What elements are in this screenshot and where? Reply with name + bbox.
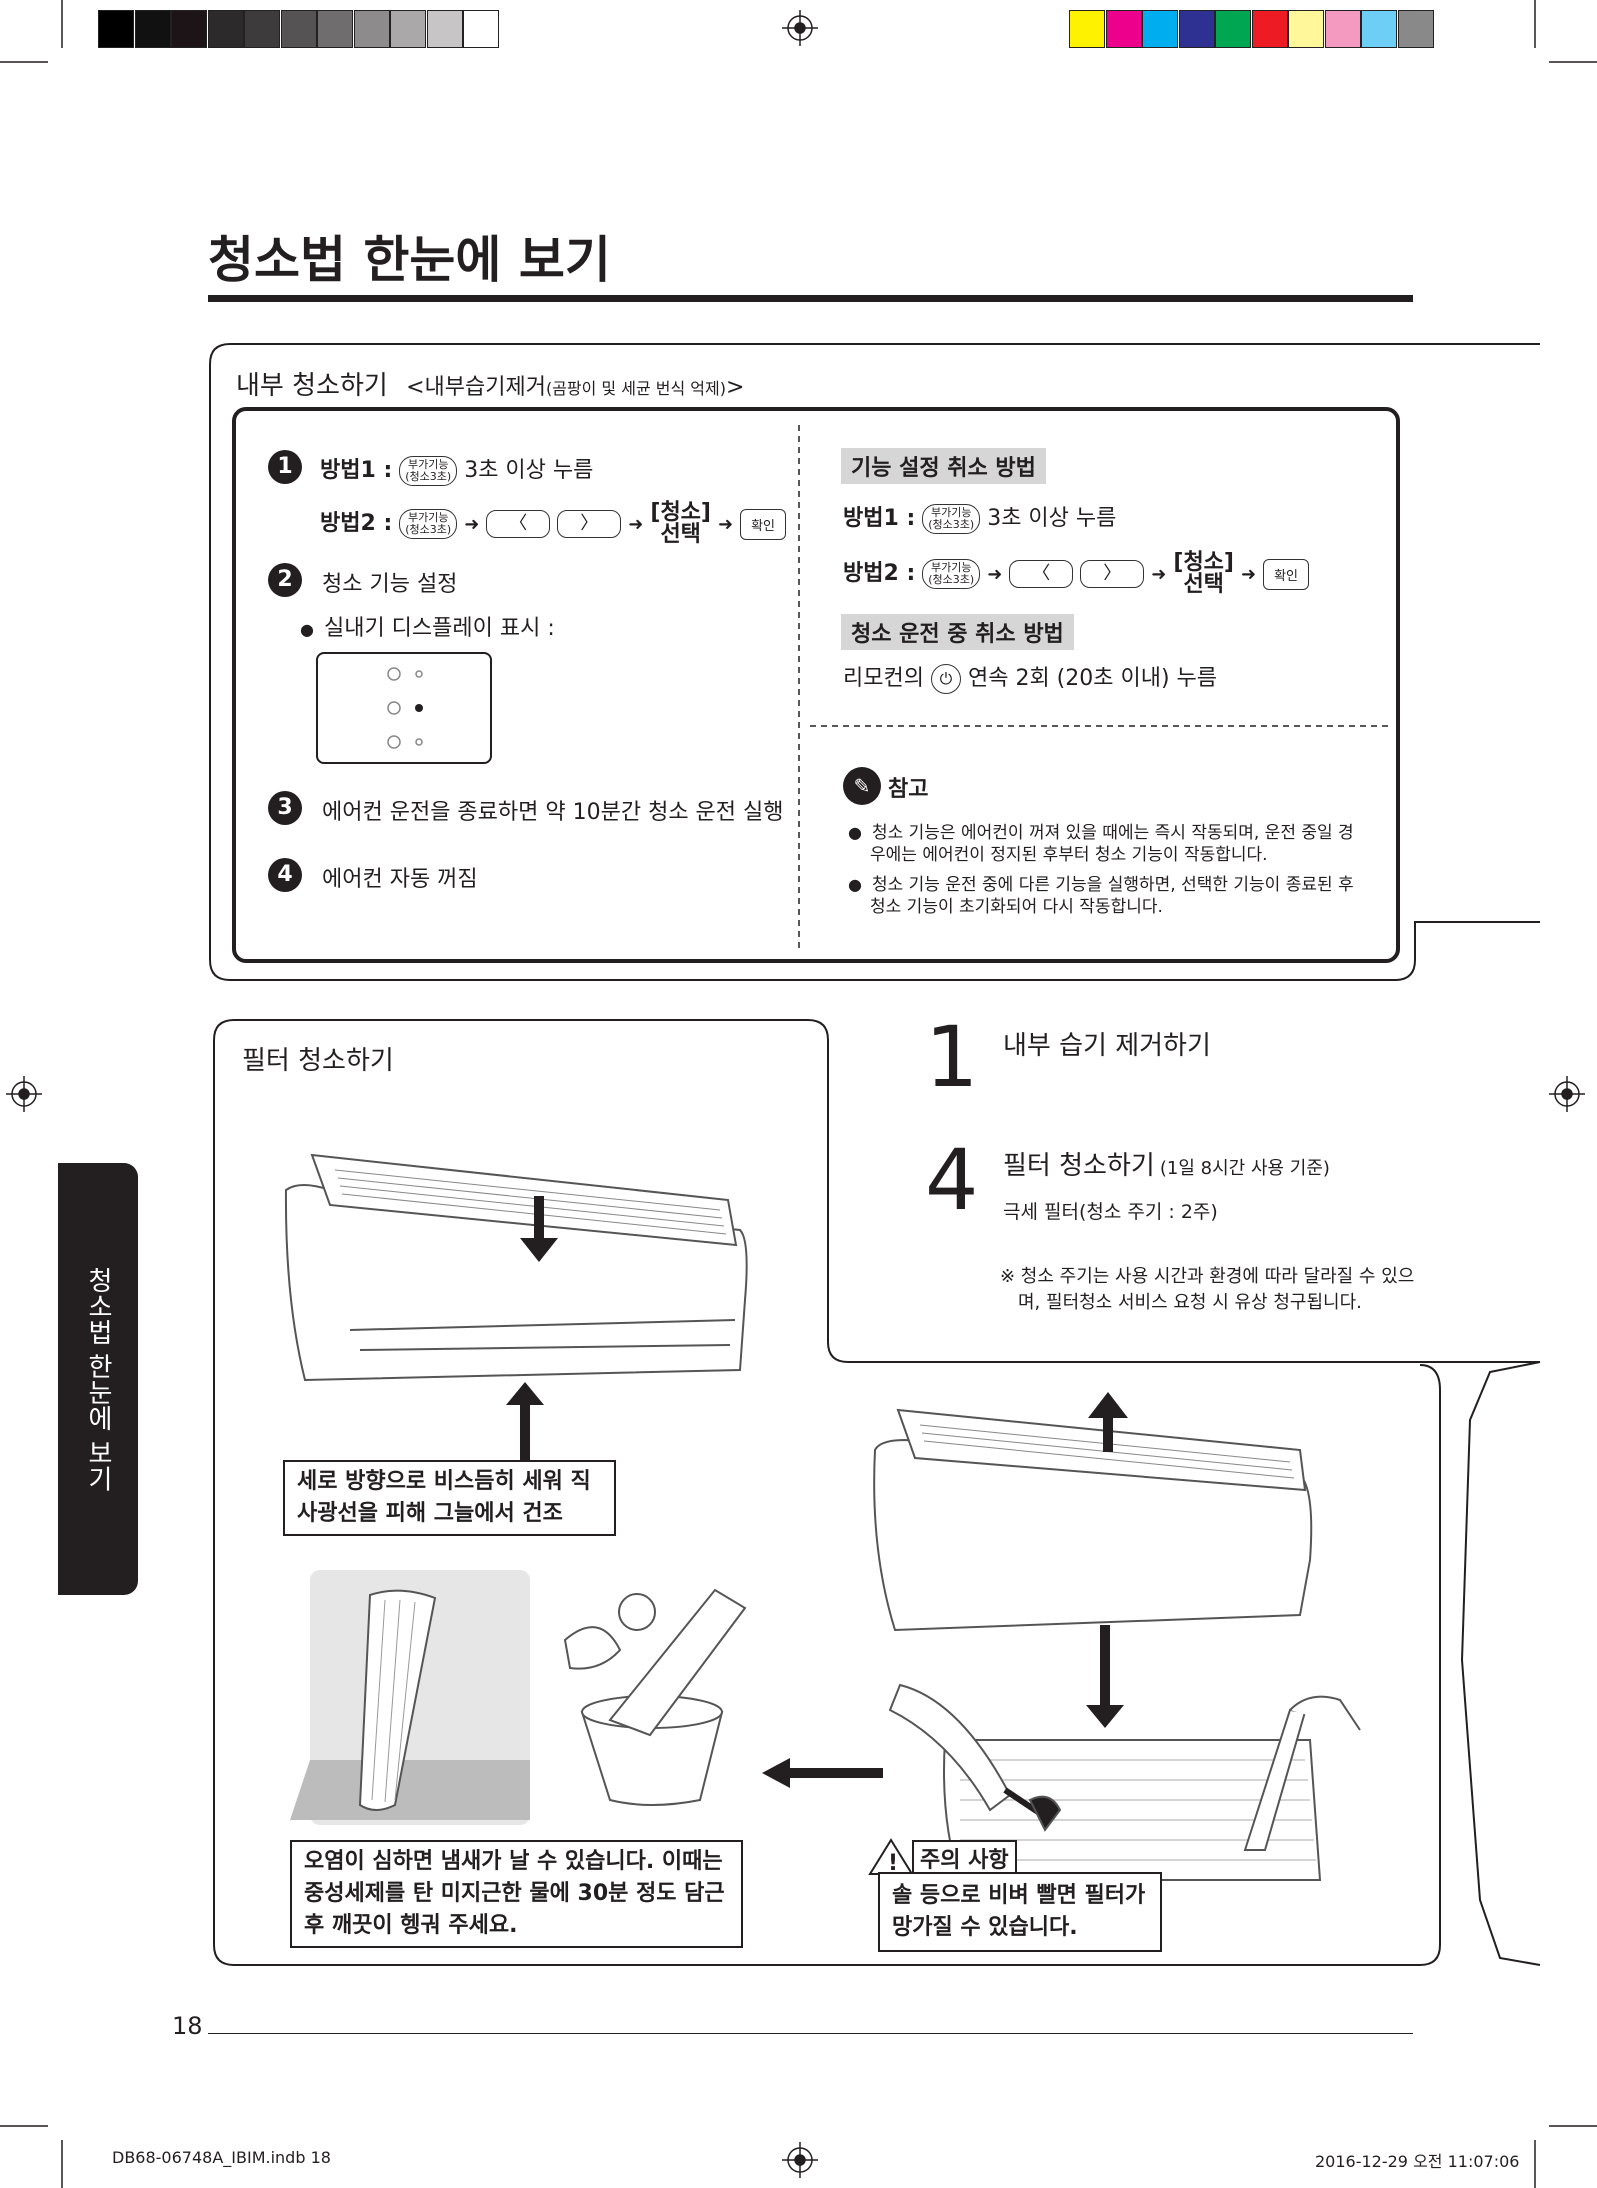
cancel-method-1: 방법1 : 부가기능(청소3초) 3초 이상 누름 — [843, 500, 1116, 534]
gray-swatch — [171, 10, 207, 48]
method-1-text: 3초 이상 누름 — [464, 458, 594, 483]
color-swatch — [1178, 10, 1215, 48]
filter-brushing-illustration — [888, 1683, 1361, 1881]
power-icon: ⏻ — [930, 664, 961, 694]
big-step-1: 1 — [925, 1008, 979, 1106]
title-rule — [208, 295, 1413, 302]
left-arrow-button-icon: 〈 — [1009, 560, 1074, 588]
step-1-method-1: 방법1 : 부가기능(청소3초) 3초 이상 누름 — [320, 452, 593, 486]
left-arrow-icon — [762, 1758, 883, 1788]
gray-swatch — [134, 10, 171, 48]
internal-subheading: <내부습기제거 — [406, 375, 546, 400]
gray-swatch — [353, 10, 390, 48]
gray-swatch — [390, 10, 426, 48]
color-swatch — [1215, 10, 1251, 48]
footer-file-info: DB68-06748A_IBIM.indb 18 — [112, 2148, 331, 2167]
color-swatch — [1142, 10, 1178, 48]
step-2-bullet: 실내기 디스플레이 표시 : — [300, 610, 555, 642]
down-arrow-icon — [1086, 1625, 1124, 1728]
air-conditioner-illustration-2 — [873, 1408, 1313, 1632]
color-swatch — [1288, 10, 1324, 48]
step-4-text: 에어컨 자동 꺼짐 — [322, 867, 478, 892]
big-step-4: 4 — [925, 1131, 979, 1229]
step-1-method-2: 방법2 : 부가기능(청소3초) ➜ 〈 〉 ➜ [청소]선택 ➜ 확인 — [320, 502, 786, 546]
internal-heading: 내부 청소하기 — [236, 371, 388, 401]
method-2-label: 방법2 : — [320, 511, 393, 536]
left-arrow-button-icon: 〈 — [486, 510, 551, 538]
caution-text: 솔 등으로 비벼 빨면 필터가 망가질 수 있습니다. — [878, 1872, 1162, 1952]
during-cancel-text: 리모컨의 ⏻ 연속 2회 (20초 이내) 누름 — [843, 660, 1217, 694]
feature-button-icon: 부가기능(청소3초) — [922, 504, 981, 534]
gray-swatch — [317, 10, 353, 48]
note-title: 참고 — [888, 777, 929, 802]
up-arrow-icon — [1088, 1392, 1128, 1452]
feature-button-icon: 부가기능(청소3초) — [922, 559, 981, 589]
big-step-4-heading: 필터 청소하기 (1일 8시간 사용 기준) — [1003, 1151, 1330, 1181]
svg-text:!: ! — [888, 1851, 898, 1876]
internal-subheading-paren: (곰팡이 및 세균 번식 억제) — [545, 379, 726, 398]
feature-button-icon: 부가기능(청소3초) — [399, 509, 458, 539]
step-1-badge: 1 — [268, 450, 302, 484]
warning-icon: ! — [868, 1838, 914, 1876]
down-arrow-icon — [520, 1196, 558, 1262]
air-conditioner-illustration-1 — [284, 1153, 748, 1382]
note-icon: ✎ — [843, 767, 881, 805]
side-tab-label: 청소법 한눈에 보기 — [83, 1267, 113, 1492]
gray-swatch — [98, 10, 134, 48]
feature-button-icon: 부가기능(청소3초) — [399, 456, 458, 486]
footer-rule — [208, 2033, 1413, 2034]
color-swatch — [1324, 10, 1361, 48]
indoor-display-illustration — [316, 652, 492, 764]
big-step-1-text: 내부 습기 제거하기 — [1003, 1031, 1211, 1061]
note-item: 청소 기능은 에어컨이 꺼져 있을 때에는 즉시 작동되며, 운전 중일 경우에… — [848, 822, 1368, 866]
step-4-badge: 4 — [268, 858, 302, 892]
color-swatch — [1105, 10, 1142, 48]
page-title: 청소법 한눈에 보기 — [208, 231, 611, 289]
right-arrow-button-icon: 〉 — [557, 510, 622, 538]
color-swatch — [1069, 10, 1105, 48]
confirm-button-icon: 확인 — [740, 508, 786, 540]
step-3-text: 에어컨 운전을 종료하면 약 10분간 청소 운전 실행 — [322, 800, 784, 825]
step-2-text: 청소 기능 설정 — [322, 572, 458, 597]
cancel-heading: 기능 설정 취소 방법 — [841, 448, 1046, 484]
dry-callout: 세로 방향으로 비스듬히 세워 직사광선을 피해 그늘에서 건조 — [283, 1460, 616, 1536]
step-2-badge: 2 — [268, 563, 302, 597]
cancel-method-2: 방법2 : 부가기능(청소3초) ➜ 〈 〉 ➜ [청소]선택 ➜ 확인 — [843, 552, 1309, 596]
method-1-label: 방법1 : — [320, 458, 393, 483]
drying-filter-illustration — [290, 1570, 530, 1825]
color-swatch — [1251, 10, 1288, 48]
up-arrow-icon — [506, 1382, 544, 1470]
wash-callout: 오염이 심하면 냄새가 날 수 있습니다. 이때는 중성세제를 탄 미지근한 물… — [290, 1840, 743, 1948]
gray-swatch — [280, 10, 317, 48]
footer-timestamp: 2016-12-29 오전 11:07:06 — [1315, 2152, 1520, 2171]
during-heading: 청소 운전 중 취소 방법 — [841, 614, 1074, 650]
side-tab: 청소법 한눈에 보기 — [58, 1163, 138, 1595]
washing-bucket-illustration — [563, 1588, 747, 1806]
internal-subheading-end: > — [725, 375, 745, 400]
big-step-4-detail: 극세 필터(청소 주기 : 2주) — [1003, 1201, 1218, 1223]
color-swatch — [1361, 10, 1397, 48]
step-3-badge: 3 — [268, 791, 302, 825]
note-list: 청소 기능은 에어컨이 꺼져 있을 때에는 즉시 작동되며, 운전 중일 경우에… — [848, 822, 1368, 918]
note-item: 청소 기능 운전 중에 다른 기능을 실행하면, 선택한 기능이 종료된 후 청… — [848, 874, 1368, 918]
right-arrow-button-icon: 〉 — [1080, 560, 1145, 588]
cleaning-remark: ※ 청소 주기는 사용 시간과 환경에 따라 달라질 수 있으며, 필터청소 서… — [1000, 1266, 1415, 1313]
caution-title: 주의 사항 — [912, 1840, 1017, 1876]
gray-swatch — [426, 10, 463, 48]
filter-heading: 필터 청소하기 — [242, 1046, 394, 1076]
confirm-button-icon: 확인 — [1263, 558, 1309, 590]
page-number: 18 — [172, 2012, 203, 2040]
select-clean-label: [청소]선택 — [650, 500, 711, 547]
gray-swatch — [207, 10, 244, 48]
registration-mark-icon — [6, 10, 1585, 2178]
gray-swatch — [463, 10, 499, 48]
gray-swatch — [244, 10, 280, 48]
color-swatch — [1397, 10, 1434, 48]
